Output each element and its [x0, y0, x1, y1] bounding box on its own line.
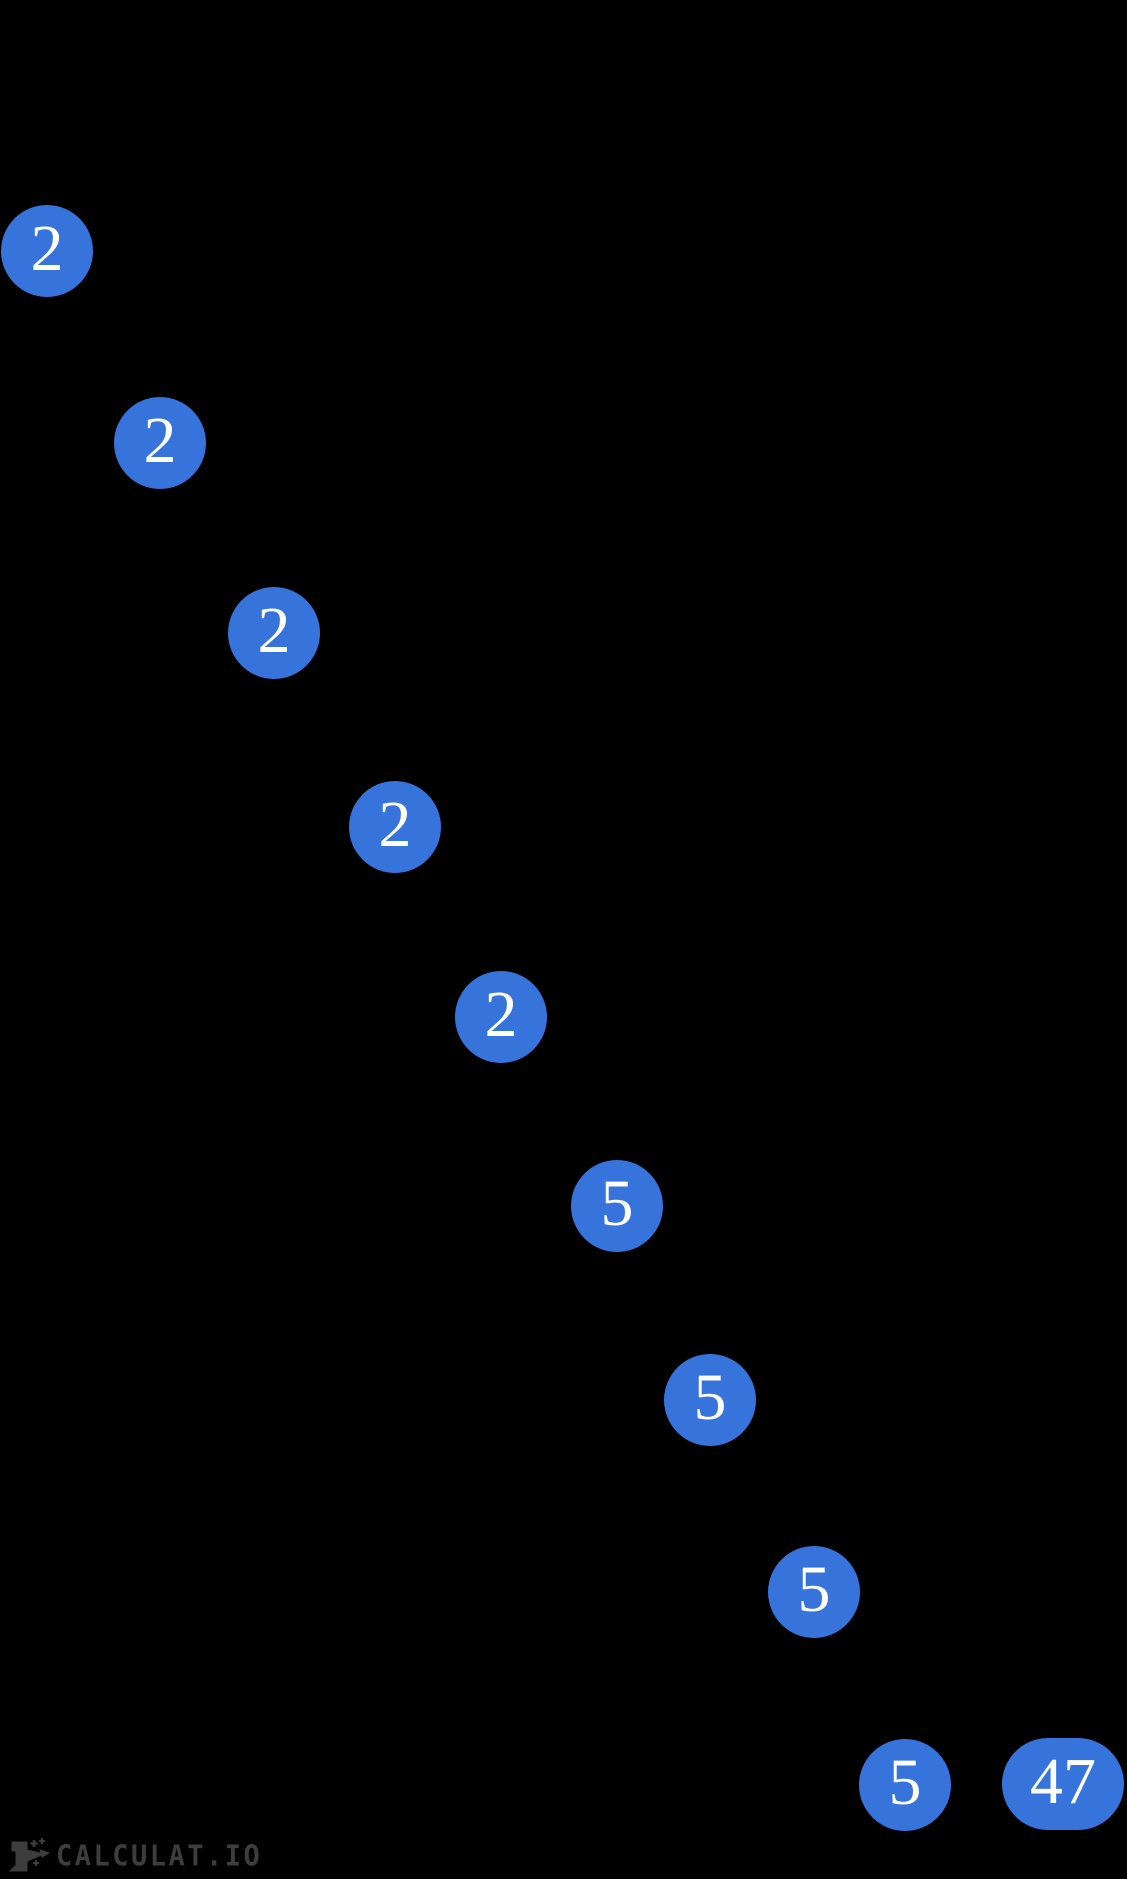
prime-factor-node: 5	[859, 1739, 951, 1831]
prime-factor-node: 5	[768, 1546, 860, 1638]
watermark-brand-text: CALCULAT.IO	[56, 1839, 263, 1873]
prime-factor-node: 2	[349, 781, 441, 873]
prime-factor-node: 2	[228, 587, 320, 679]
prime-factor-node: 2	[114, 397, 206, 489]
prime-factor-node: 2	[1, 205, 93, 297]
prime-factor-node: 2	[455, 971, 547, 1063]
prime-factor-node: 47	[1002, 1738, 1124, 1830]
prime-factor-node: 5	[664, 1354, 756, 1446]
calculatio-logo-icon	[8, 1838, 49, 1872]
prime-factor-node: 5	[571, 1160, 663, 1252]
watermark: CALCULAT.IO	[3, 1835, 262, 1877]
